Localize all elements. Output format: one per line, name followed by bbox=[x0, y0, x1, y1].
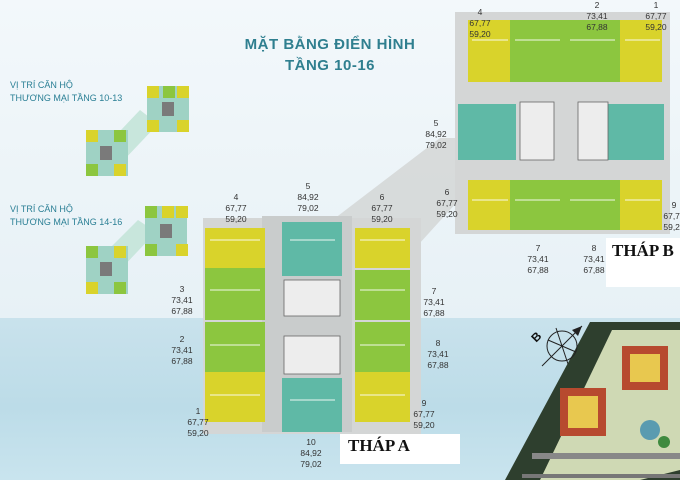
tower-a-name: THÁP A bbox=[340, 434, 460, 464]
unit-number: 5 bbox=[433, 118, 439, 128]
unit-area-gross: 67,77 bbox=[413, 409, 435, 419]
unit-area-gross: 67,77 bbox=[225, 203, 247, 213]
thumbnail-plan-10-13 bbox=[86, 86, 189, 176]
unit-number: 9 bbox=[671, 200, 677, 210]
tower-b-name: THÁP B bbox=[606, 238, 680, 287]
unit-number: 4 bbox=[477, 7, 483, 17]
unit-area-net: 79,02 bbox=[300, 459, 322, 469]
unit-number: 6 bbox=[379, 192, 385, 202]
unit-area-net: 59,20 bbox=[469, 29, 491, 39]
unit-number: 6 bbox=[444, 187, 450, 197]
unit-area-gross: 67,77 bbox=[663, 211, 680, 221]
page-title-line1: MẶT BẰNG ĐIỂN HÌNH bbox=[244, 36, 416, 53]
tower-a-plan bbox=[203, 216, 421, 434]
unit-area-gross: 67,77 bbox=[645, 11, 667, 21]
unit-area-gross: 84,92 bbox=[300, 448, 322, 458]
compass-icon bbox=[541, 325, 583, 367]
unit-area-gross: 67,77 bbox=[371, 203, 393, 213]
position-label-1-line1: VỊ TRÍ CĂN HỘ bbox=[10, 80, 73, 90]
unit-number: 7 bbox=[535, 243, 541, 253]
unit-area-net: 67,88 bbox=[427, 360, 449, 370]
position-label-2-line2: THƯƠNG MẠI TẦNG 14-16 bbox=[10, 217, 123, 227]
unit-area-gross: 84,92 bbox=[297, 192, 319, 202]
unit-number: 8 bbox=[591, 243, 597, 253]
unit-area-gross: 67,77 bbox=[436, 198, 458, 208]
unit-area-net: 67,88 bbox=[527, 265, 549, 275]
unit-area-gross: 73,41 bbox=[171, 295, 193, 305]
position-label-2-line1: VỊ TRÍ CĂN HỘ bbox=[10, 204, 73, 214]
position-label-2: VỊ TRÍ CĂN HỘ THƯƠNG MẠI TẦNG 14-16 bbox=[10, 203, 122, 229]
unit-area-net: 59,20 bbox=[436, 209, 458, 219]
unit-number: 7 bbox=[431, 286, 437, 296]
unit-area-gross: 73,41 bbox=[527, 254, 549, 264]
unit-number: 8 bbox=[435, 338, 441, 348]
unit-area-gross: 73,41 bbox=[171, 345, 193, 355]
unit-area-gross: 84,92 bbox=[425, 129, 447, 139]
unit-number: 1 bbox=[653, 0, 659, 10]
unit-number: 3 bbox=[179, 284, 185, 294]
unit-number: 2 bbox=[594, 0, 600, 10]
unit-number: 9 bbox=[421, 398, 427, 408]
unit-area-net: 59,20 bbox=[371, 214, 393, 224]
unit-area-net: 79,02 bbox=[297, 203, 319, 213]
unit-area-net: 59,20 bbox=[187, 428, 209, 438]
unit-area-gross: 73,41 bbox=[583, 254, 605, 264]
unit-area-net: 67,88 bbox=[171, 356, 193, 366]
unit-area-gross: 67,77 bbox=[469, 18, 491, 28]
unit-area-net: 59,20 bbox=[413, 420, 435, 430]
position-label-1: VỊ TRÍ CĂN HỘ THƯƠNG MẠI TẦNG 10-13 bbox=[10, 79, 122, 105]
position-label-1-line2: THƯƠNG MẠI TẦNG 10-13 bbox=[10, 93, 123, 103]
unit-area-gross: 73,41 bbox=[427, 349, 449, 359]
site-plan bbox=[505, 322, 680, 480]
unit-number: 2 bbox=[179, 334, 185, 344]
unit-area-net: 59,20 bbox=[645, 22, 667, 32]
unit-area-net: 67,88 bbox=[586, 22, 608, 32]
unit-number: 5 bbox=[305, 181, 311, 191]
unit-number: 10 bbox=[306, 437, 316, 447]
unit-number: 4 bbox=[233, 192, 239, 202]
page-title-line2: TẦNG 10-16 bbox=[284, 57, 376, 74]
unit-area-gross: 73,41 bbox=[423, 297, 445, 307]
unit-area-net: 67,88 bbox=[583, 265, 605, 275]
unit-area-net: 59,20 bbox=[225, 214, 247, 224]
thumbnail-plan-14-16 bbox=[86, 206, 188, 294]
unit-area-gross: 67,77 bbox=[187, 417, 209, 427]
unit-area-net: 79,02 bbox=[425, 140, 447, 150]
tower-b-plan bbox=[455, 12, 670, 234]
unit-area-net: 59,20 bbox=[663, 222, 680, 232]
unit-area-gross: 73,41 bbox=[586, 11, 608, 21]
unit-number: 1 bbox=[195, 406, 201, 416]
unit-area-net: 67,88 bbox=[423, 308, 445, 318]
unit-area-net: 67,88 bbox=[171, 306, 193, 316]
